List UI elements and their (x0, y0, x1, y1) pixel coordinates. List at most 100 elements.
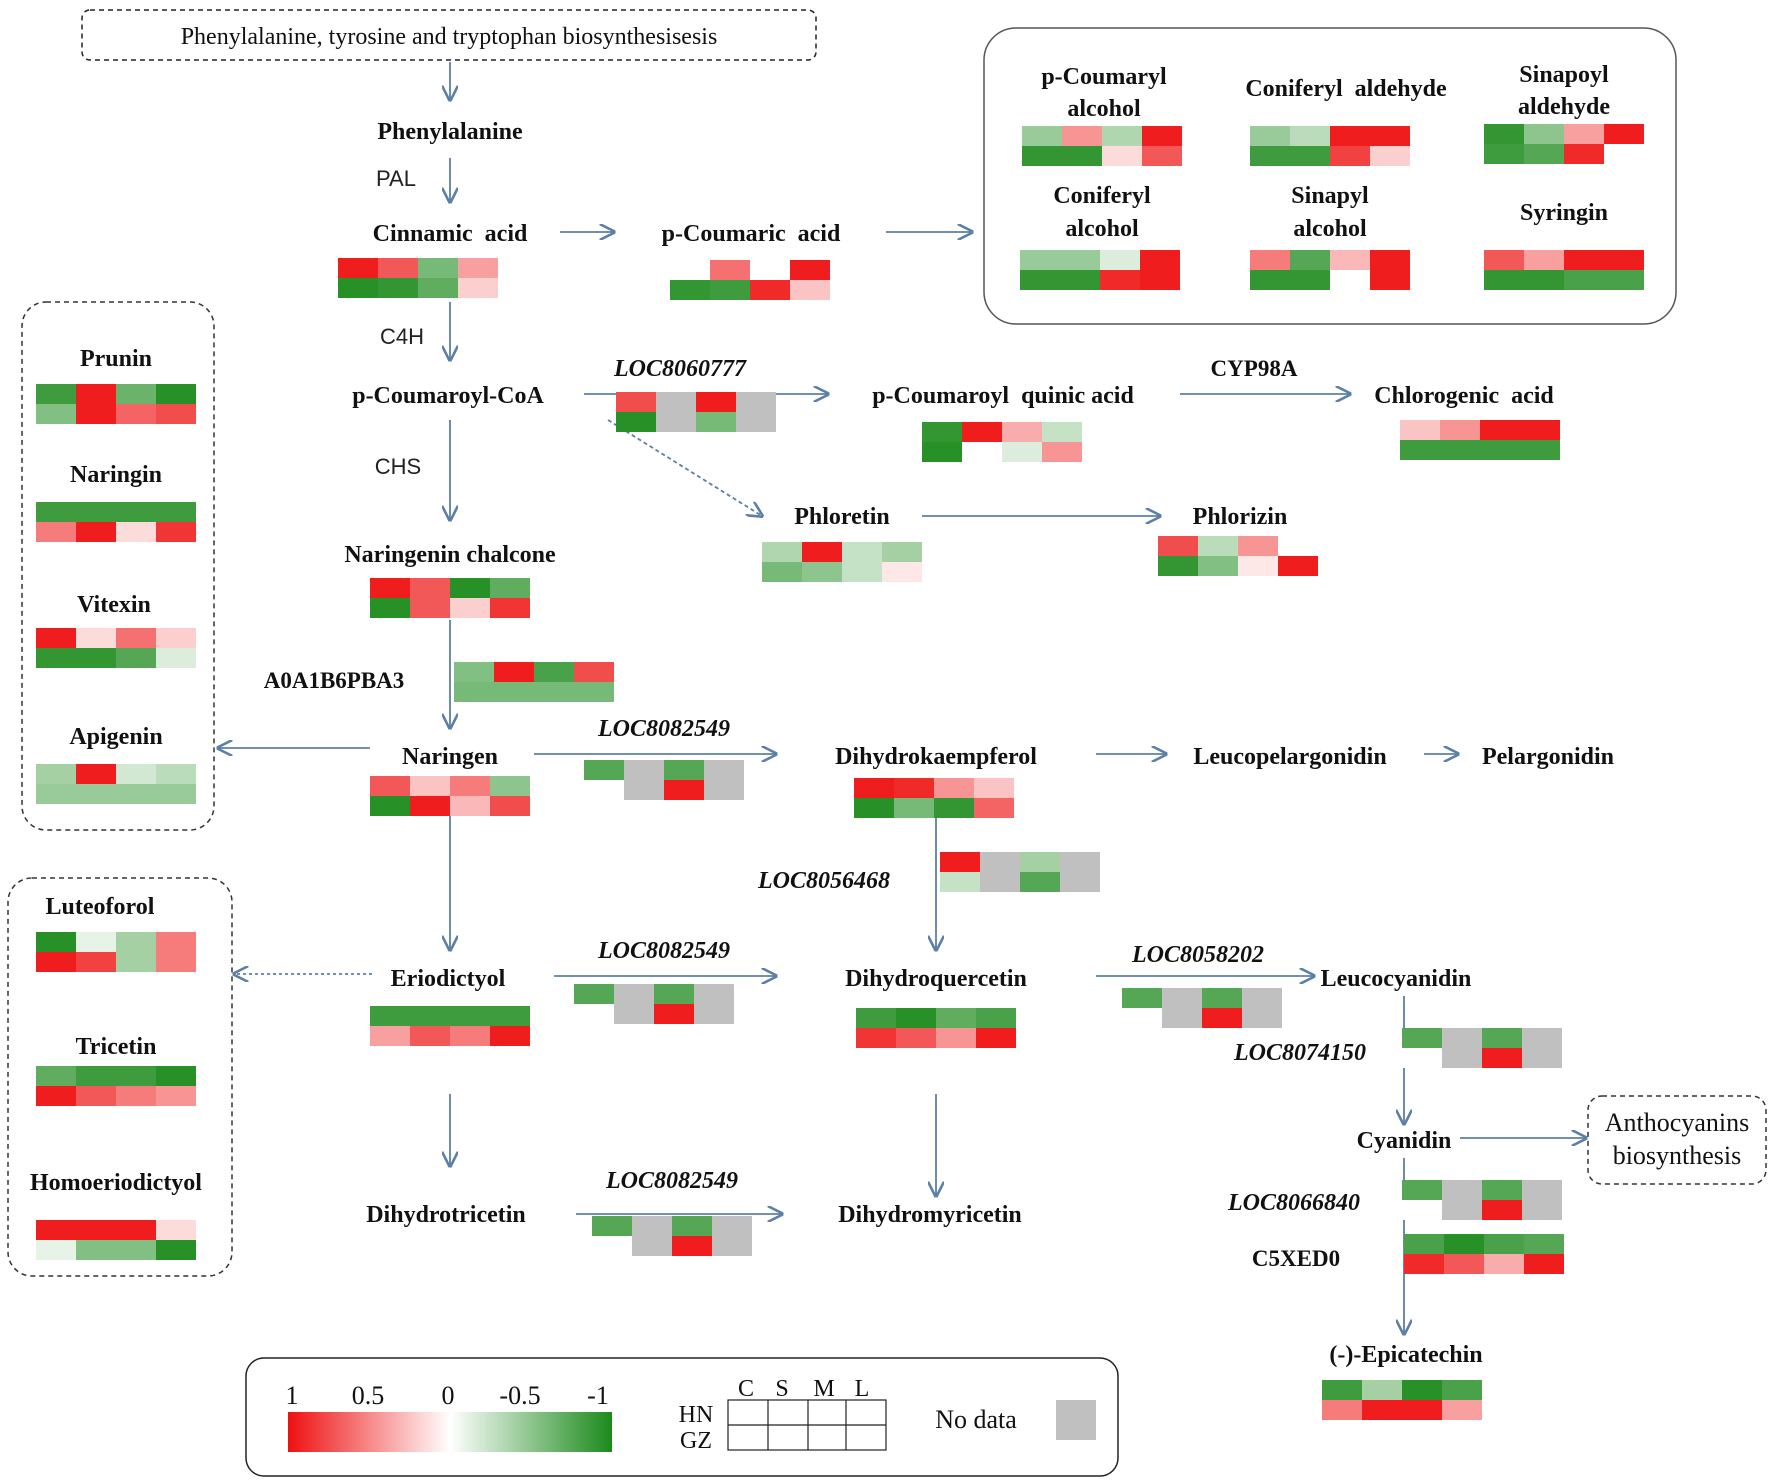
heatmap-cell (1524, 250, 1564, 270)
heatmap-cell (802, 562, 842, 582)
heatmap-cell (450, 1026, 490, 1046)
heatmap-cell (76, 1220, 116, 1240)
heatmap-cell (1020, 852, 1060, 872)
heatmap-cell (450, 776, 490, 796)
heatmap-cell (1524, 144, 1564, 164)
heatmap-cell (1524, 1254, 1564, 1274)
heatmap-cell (1002, 442, 1042, 462)
heatmap-cell (36, 1220, 76, 1240)
node-dihydrokaempferol: Dihydrokaempferol (835, 744, 1037, 770)
heatmap-cell (976, 1028, 1016, 1048)
heatmap-cell (116, 764, 156, 784)
node-p-coumaroyl-coa: p-Coumaroyl-CoA (352, 383, 544, 409)
heatmap-cell (842, 542, 882, 562)
heatmap-cell (116, 628, 156, 648)
heatmap-cell (156, 1066, 196, 1086)
heatmap-cell (450, 598, 490, 618)
heatmap-g549b (574, 984, 734, 1024)
start-node-label: Phenylalanine, tyrosine and tryptophan b… (181, 24, 718, 50)
heatmap-cell (854, 798, 894, 818)
heatmap-cell (574, 1004, 614, 1024)
heatmap-cell (458, 278, 498, 298)
heatmap-cell (670, 260, 710, 280)
node-pelargonidin: Pelargonidin (1482, 744, 1614, 770)
heatmap-cell (750, 260, 790, 280)
heatmap-cell (1444, 1234, 1484, 1254)
heatmap-cell (1564, 250, 1604, 270)
node-luteoforol: Luteoforol (46, 894, 155, 920)
heatmap-cell (1250, 146, 1290, 166)
heatmap-eri (370, 1006, 530, 1046)
heatmap-cell (790, 260, 830, 280)
heatmap-cell (1564, 270, 1604, 290)
start-box (81, 9, 817, 61)
heatmap-cell (664, 780, 704, 800)
heatmap-cell (1330, 146, 1370, 166)
heatmap-cell (962, 422, 1002, 442)
heatmap-cell (1042, 442, 1082, 462)
heatmap-cell (36, 932, 76, 952)
heatmap-cell (750, 280, 790, 300)
heatmap-cell (934, 778, 974, 798)
heatmap-cell (1442, 1180, 1482, 1200)
node-dihydromyricetin: Dihydromyricetin (838, 1202, 1022, 1228)
gene-loc8082549-b: LOC8082549 (597, 938, 730, 964)
gene-loc8074150: LOC8074150 (1233, 1040, 1366, 1066)
heatmap-cell (116, 1220, 156, 1240)
heatmap-cell (490, 776, 530, 796)
heatmap-cell (1522, 1028, 1562, 1048)
heatmap-cell (574, 662, 614, 682)
heatmap-cell (1442, 1028, 1482, 1048)
heatmap-cell (1482, 1180, 1522, 1200)
heatmap-cell (1402, 1048, 1442, 1068)
heatmap-cell (574, 682, 614, 702)
heatmap-cell (1022, 146, 1062, 166)
heatmap-cell (1484, 144, 1524, 164)
flavanol-group-box (7, 877, 233, 1277)
node-syringin: Syringin (1520, 200, 1608, 226)
node-sinapoyl-aldehyde-line2: aldehyde (1518, 94, 1610, 120)
node-sinapyl-alcohol-line1: Sinapyl (1291, 183, 1369, 209)
heatmap-phlt (762, 542, 922, 582)
heatmap-cell (36, 628, 76, 648)
heatmap-lut (36, 932, 196, 972)
node-apigenin: Apigenin (69, 724, 162, 750)
heatmap-cell (1242, 1008, 1282, 1028)
heatmap-cell (1524, 270, 1564, 290)
node-coniferyl-alcohol-line1: Coniferyl (1053, 183, 1151, 209)
heatmap-cell (672, 1216, 712, 1236)
heatmap-cell (494, 682, 534, 702)
legend-tick: 0.5 (352, 1381, 385, 1410)
heatmap-cell (710, 280, 750, 300)
node-phenylalanine: Phenylalanine (377, 119, 523, 145)
heatmap-cell (1140, 270, 1180, 290)
heatmap-cell (1060, 270, 1100, 290)
node-p-coumaroyl-quinic-acid: p-Coumaroyl quinic acid (872, 383, 1134, 409)
heatmap-cell (896, 1028, 936, 1048)
heatmap-cell (1400, 440, 1440, 460)
heatmap-cell (936, 1008, 976, 1028)
heatmap-cell (418, 258, 458, 278)
heatmap-cell (1202, 988, 1242, 1008)
legend-tick: 1 (286, 1381, 299, 1410)
node-phlorizin: Phlorizin (1193, 504, 1288, 530)
heatmap-cell (1484, 1234, 1524, 1254)
heatmap-cell (1100, 250, 1140, 270)
heatmap-cell (378, 278, 418, 298)
legend-col-label: C (738, 1376, 754, 1402)
heatmap-cell (1402, 1028, 1442, 1048)
heatmap-cell (494, 662, 534, 682)
node-leucocyanidin: Leucocyanidin (1321, 966, 1472, 992)
heatmap-cell (962, 442, 1002, 462)
heatmap-cell (76, 932, 116, 952)
heatmap-cell (1242, 988, 1282, 1008)
heatmap-a0a (454, 662, 614, 702)
heatmap-cell (370, 1026, 410, 1046)
heatmap-cell (1020, 270, 1060, 290)
heatmap-cell (1442, 1380, 1482, 1400)
heatmap-cell (156, 932, 196, 952)
heatmap-cell (1062, 146, 1102, 166)
heatmap-g202 (1122, 988, 1282, 1028)
heatmap-cell (370, 776, 410, 796)
heatmap-cell (410, 776, 450, 796)
